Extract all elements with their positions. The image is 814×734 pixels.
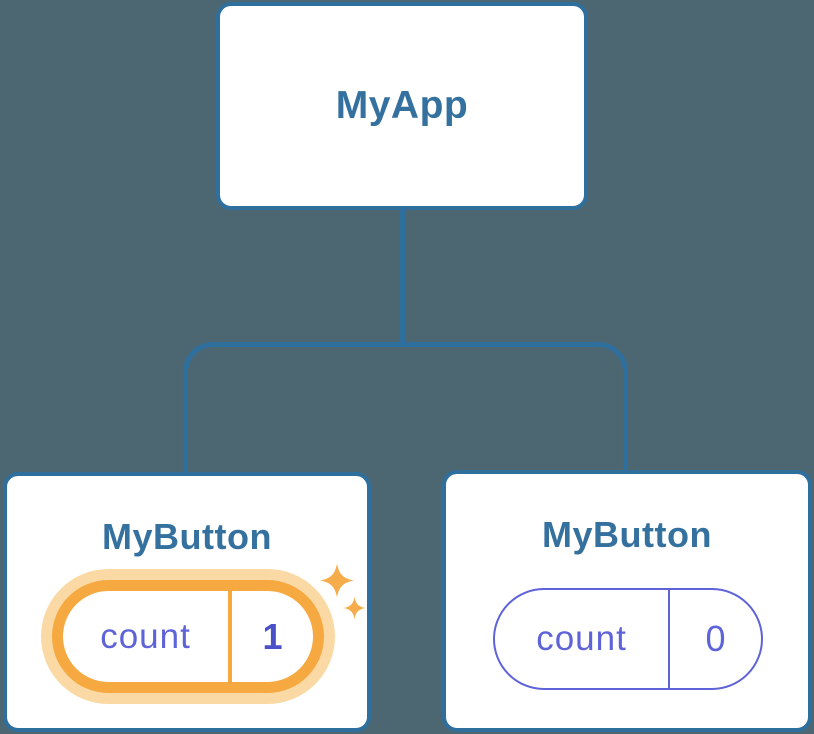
state-value: 1 xyxy=(262,615,283,657)
node-myapp-label: MyApp xyxy=(335,84,469,127)
state-key: count xyxy=(100,616,191,656)
node-mybutton-right-label: MyButton xyxy=(542,514,712,555)
state-value: 0 xyxy=(705,618,726,659)
pill-divider xyxy=(668,590,670,688)
node-mybutton-left: MyButton count 1 xyxy=(3,472,371,732)
sparkle-icon xyxy=(320,563,354,598)
pill-divider xyxy=(228,591,232,682)
connector-stem xyxy=(400,208,405,345)
state-key: count xyxy=(536,619,627,658)
connector-bracket xyxy=(183,342,628,472)
node-myapp: MyApp xyxy=(216,2,588,210)
state-pill-count-1: count 1 xyxy=(52,580,324,693)
state-pill-count-0: count 0 xyxy=(493,588,763,690)
node-mybutton-left-label: MyButton xyxy=(102,516,272,557)
node-mybutton-right: MyButton count 0 xyxy=(442,470,812,732)
sparkle-icon xyxy=(343,597,366,619)
